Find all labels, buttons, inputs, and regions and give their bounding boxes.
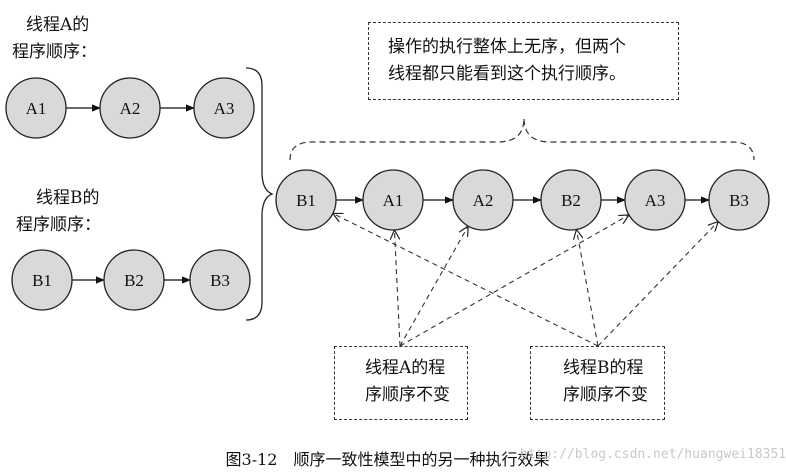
- mapping-arrow-a3: [399, 215, 628, 347]
- note-a-line2: 序顺序不变: [365, 385, 450, 405]
- node-label: B3: [210, 271, 230, 290]
- mapping-arrow-b1: [334, 214, 599, 347]
- thread-a-label-line2: 程序顺序：: [12, 42, 97, 62]
- node-circle: [189, 249, 251, 311]
- note-b-box: 线程B的程 序顺序不变: [530, 346, 665, 420]
- node-circle: [103, 249, 165, 311]
- node-label: B1: [296, 191, 316, 210]
- global-order-node-b3: B3: [708, 169, 770, 231]
- mapping-arrow-b3: [597, 222, 717, 347]
- global-order-node-a3: A3: [624, 169, 686, 231]
- note-b-line2: 序顺序不变: [563, 385, 648, 405]
- global-order-node-a2: A2: [452, 169, 514, 231]
- thread-b-node-b1: B1: [11, 249, 73, 311]
- node-circle: [708, 169, 770, 231]
- node-circle: [624, 169, 686, 231]
- node-circle: [362, 169, 424, 231]
- top-note-line1: 操作的执行整体上无序，但两个: [388, 37, 626, 57]
- note-b-line1: 线程B的程: [563, 358, 644, 378]
- note-a-box: 线程A的程 序顺序不变: [334, 346, 468, 420]
- node-label: A1: [26, 99, 47, 118]
- node-label: A2: [120, 99, 141, 118]
- node-label: B2: [124, 271, 144, 290]
- top-note-line2: 线程都只能看到这个执行顺序。: [388, 64, 626, 84]
- thread-b-node-b2: B2: [103, 249, 165, 311]
- thread-a-node-a1: A1: [5, 77, 67, 139]
- node-circle: [452, 169, 514, 231]
- node-circle: [5, 77, 67, 139]
- node-label: B1: [32, 271, 52, 290]
- node-label: B2: [561, 191, 581, 210]
- watermark-text: http://blog.csdn.net/huangwei18351: [520, 447, 786, 462]
- node-label: A2: [473, 191, 494, 210]
- node-circle: [193, 77, 255, 139]
- top-note-box: 操作的执行整体上无序，但两个 线程都只能看到这个执行顺序。: [368, 22, 679, 100]
- figure-caption: 图3-12 顺序一致性模型中的另一种执行效果: [225, 450, 550, 469]
- thread-a-node-a2: A2: [99, 77, 161, 139]
- thread-b-node-b3: B3: [189, 249, 251, 311]
- node-circle: [11, 249, 73, 311]
- mapping-arrows: [334, 214, 718, 347]
- node-circle: [540, 169, 602, 231]
- node-circle: [275, 169, 337, 231]
- top-dashed-brace: [289, 117, 755, 161]
- node-label: A3: [214, 99, 235, 118]
- mapping-arrow-a2: [399, 227, 468, 347]
- node-label: B3: [729, 191, 749, 210]
- program-order-arrows: [66, 104, 710, 284]
- global-order-node-a1: A1: [362, 169, 424, 231]
- thread-a-label-line1: 线程A的: [26, 15, 90, 35]
- global-order-node-b2: B2: [540, 169, 602, 231]
- thread-a-node-a3: A3: [193, 77, 255, 139]
- merge-brace: [245, 67, 274, 321]
- node-label: A3: [645, 191, 666, 210]
- global-order-node-b1: B1: [275, 169, 337, 231]
- mapping-arrow-a1: [394, 231, 401, 347]
- node-circle: [99, 77, 161, 139]
- mapping-arrow-b2: [577, 230, 599, 347]
- thread-b-label-line2: 程序顺序：: [16, 215, 101, 235]
- node-label: A1: [383, 191, 404, 210]
- thread-b-label-line1: 线程B的: [36, 188, 100, 208]
- note-a-line1: 线程A的程: [365, 358, 446, 378]
